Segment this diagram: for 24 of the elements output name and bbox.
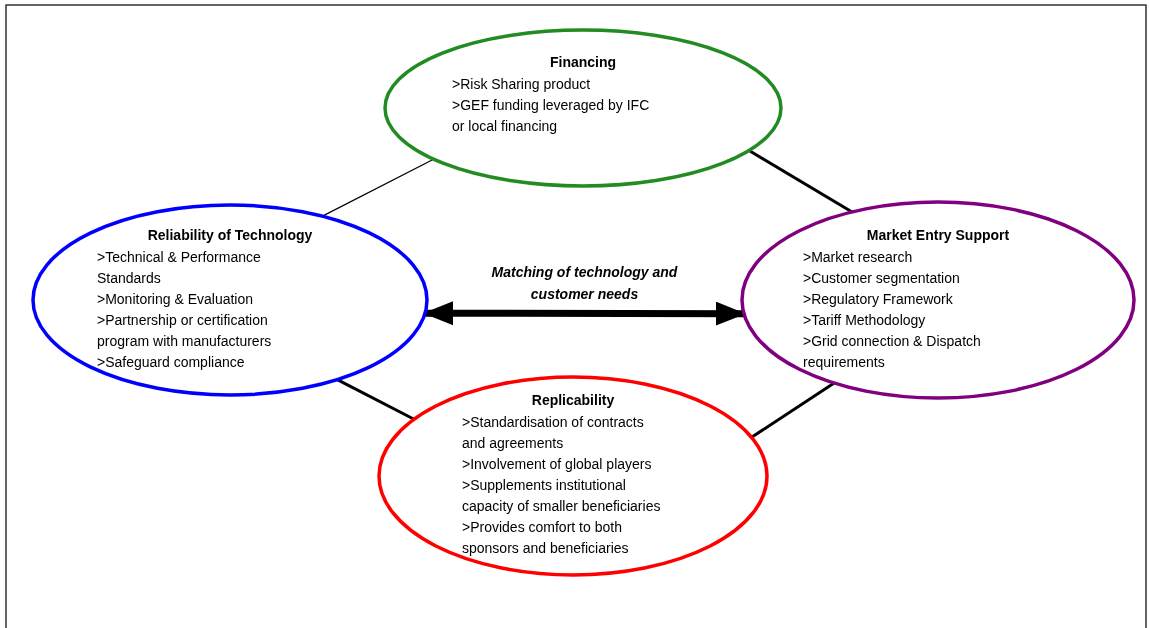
bullet-text: >Tariff Methodology bbox=[803, 311, 927, 330]
connector-line bbox=[750, 381, 835, 439]
connector-line bbox=[336, 378, 415, 421]
bullet-text: >Technical & Performance Standards bbox=[97, 248, 262, 288]
bullet-text: >Supplements institutional capacity of smaller beneficiaries bbox=[462, 476, 662, 516]
heading: Reliability of Technology bbox=[146, 226, 314, 245]
bullet-text: >Involvement of global players bbox=[462, 455, 653, 474]
bullet-text: >Partnership or certification program with manufacturers bbox=[97, 311, 273, 351]
bullet-text: >Monitoring & Evaluation bbox=[97, 290, 255, 309]
heading: Replicability bbox=[530, 391, 616, 410]
heading: Financing bbox=[548, 53, 618, 72]
bullet-text: >Grid connection & Dispatch requirements bbox=[803, 332, 982, 372]
bullet-text: >Market research bbox=[803, 248, 914, 267]
bullet-text: >GEF funding leveraged by IFC or local financing bbox=[452, 96, 651, 136]
bullet-text: >Regulatory Framework bbox=[803, 290, 954, 309]
bullet-text: >Customer segmentation bbox=[803, 269, 961, 288]
bullet-text: >Provides comfort to both sponsors and beneficiaries bbox=[462, 518, 630, 558]
bullet-text: >Risk Sharing product bbox=[452, 75, 592, 94]
connector-line bbox=[748, 149, 853, 214]
bullet-text: >Safeguard compliance bbox=[97, 353, 246, 372]
connector-line bbox=[321, 158, 435, 217]
double-arrow bbox=[423, 301, 746, 326]
heading: Market Entry Support bbox=[865, 226, 1011, 245]
bullet-text: >Standardisation of contracts and agreements bbox=[462, 413, 645, 453]
